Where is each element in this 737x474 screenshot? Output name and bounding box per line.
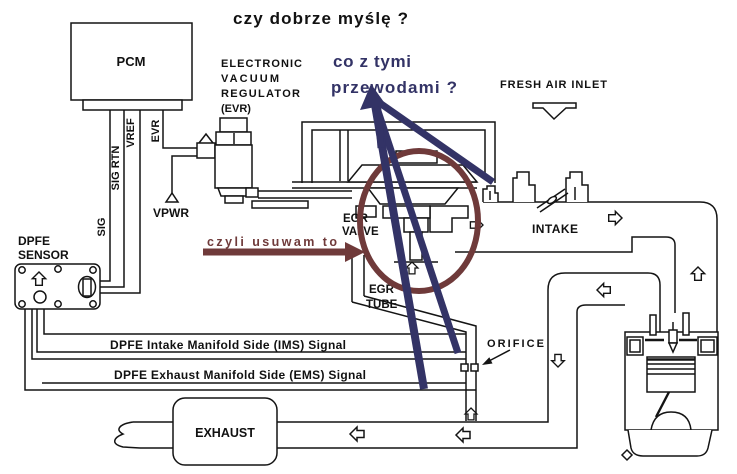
maroon-circle-highlight: [357, 148, 481, 294]
dpfe-signal-tubes: [24, 303, 476, 391]
orifice-pointer: [482, 349, 511, 365]
valve-stem: [649, 314, 657, 336]
intake-tract: [455, 102, 718, 332]
wire-label-vref: VREF: [125, 118, 137, 148]
wire-label-sig: SIG: [96, 218, 108, 237]
exhaust-label: EXHAUST: [195, 426, 255, 440]
orifice-plate: [470, 363, 479, 372]
vacuum-hose-stub: [251, 200, 309, 209]
navy-pointer-line: [373, 98, 385, 149]
title-question: czy dobrze myślę ?: [233, 9, 408, 28]
flow-right-arrow-icon: [607, 210, 623, 226]
screw-hole: [54, 300, 62, 308]
dpfe-label-line2: SENSOR: [18, 248, 69, 262]
dpfe-label-line1: DPFE: [18, 234, 50, 248]
egr-tube-label-line1: EGR: [369, 284, 395, 296]
hose-question-annotation: [360, 84, 496, 390]
connecting-rod: [654, 391, 671, 418]
navy-pointer-line: [371, 96, 496, 185]
pcm-label: PCM: [117, 54, 146, 69]
drain-plug: [620, 448, 634, 462]
flow-left-arrow-icon: [596, 282, 612, 298]
evr-solenoid: [196, 117, 352, 209]
removal-note-text: czyli usuwam to: [207, 235, 337, 249]
evr-label-line2: VACUUM: [221, 73, 279, 85]
vpwr-label: VPWR: [153, 206, 189, 220]
screw-hole: [18, 300, 26, 308]
flow-up-arrow-icon: [464, 407, 478, 421]
sensor-port: [33, 290, 47, 304]
orifice-label: ORIFICE: [487, 338, 544, 350]
maroon-arrow-head-icon: [345, 242, 365, 262]
removal-annotation: czyli usuwam to: [203, 148, 481, 294]
fresh-air-inlet-label: FRESH AIR INLET: [500, 79, 607, 91]
crankcase-dome: [650, 411, 692, 431]
egr-valve-label-line1: EGR: [343, 213, 369, 225]
navy-arrow-head-icon: [360, 84, 386, 110]
flow-up-arrow-icon: [690, 266, 706, 282]
screw-hole: [18, 266, 26, 274]
wiring-harness: [96, 110, 197, 294]
exhaust-muffler: [172, 397, 278, 466]
ims-signal-label: DPFE Intake Manifold Side (IMS) Signal: [110, 338, 346, 352]
spark-plug: [668, 329, 678, 344]
valve-stem: [682, 312, 690, 336]
vpwr-ground-symbol: [164, 191, 180, 203]
evr-label-line3: REGULATOR: [221, 88, 300, 100]
engine-cylinder: [620, 312, 719, 462]
evr-label-line4: (EVR): [221, 103, 251, 115]
upper-vacuum-hoses: [292, 121, 496, 189]
exhaust-pipe: [114, 272, 661, 449]
valve-to-tube-neck: [351, 255, 365, 302]
question-text-line1: co z tymi: [333, 52, 411, 71]
flow-left-arrow-icon: [349, 426, 365, 442]
ems-signal-label: DPFE Exhaust Manifold Side (EMS) Signal: [114, 368, 366, 382]
screw-hole: [89, 300, 97, 308]
oil-pan: [627, 429, 713, 457]
pcm-module: [70, 22, 193, 111]
flow-down-arrow-icon: [551, 353, 565, 368]
throttle-plate: [536, 188, 569, 213]
fresh-air-down-arrow-icon: [532, 102, 577, 121]
wire-label-evr: EVR: [150, 120, 162, 143]
intake-port: [565, 171, 589, 202]
evr-label-line1: ELECTRONIC: [221, 58, 302, 70]
screw-hole: [54, 265, 62, 273]
screw-hole: [89, 266, 97, 274]
intake-label: INTAKE: [532, 222, 578, 236]
intake-port: [512, 171, 536, 202]
pipe-torn-end: [114, 421, 141, 449]
egr-tube-label-line2: TUBE: [366, 299, 398, 311]
vacuum-hose-to-valve: [258, 190, 352, 199]
dpfe-sensor-body: [14, 263, 101, 310]
navy-pointer-line: [370, 97, 462, 355]
wire-label-sig-rtn: SIG RTN: [110, 146, 122, 191]
orifice-plate: [460, 363, 469, 372]
question-text-line2: przewodami ?: [331, 78, 457, 97]
flow-left-arrow-icon: [455, 427, 471, 443]
